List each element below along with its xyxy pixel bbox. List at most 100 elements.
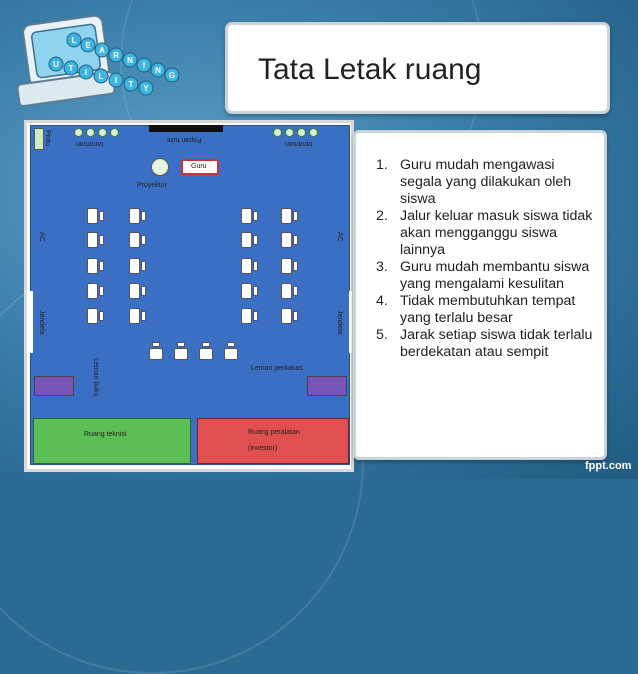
investor-label: (investor) [248,445,278,452]
list-item: 1. Guru mudah mengawasi segala yang dilak… [376,157,598,208]
logo-letter: I [85,68,87,77]
logo-letter-ball [80,37,96,53]
student-chair [293,286,298,296]
logo-letter: E [85,41,91,50]
logo-letter-ball [123,76,139,92]
logo-letter-ball [94,42,110,58]
list-item: 5.Jarak setiap siswa tidak terlalu berde… [376,327,598,361]
equipment-room: Ruang peralatan (investor) [197,418,349,464]
classroom-floor: Pintu tanaman Papan tulis tanaman Proyek… [30,125,352,465]
window-left [30,291,33,353]
student-desk [87,208,98,224]
student-chair [141,211,146,221]
logo-letter-ball [164,67,180,83]
text-panel: 1. Guru mudah mengawasi segala yang dilak… [353,130,607,460]
list-item-number: 2. [376,208,388,224]
list-item-number: 5. [376,327,388,343]
door [34,128,44,150]
technician-room-label: Ruang teknisi [84,431,127,438]
student-desk [281,308,292,324]
logo-letter: I [143,61,145,70]
plants-right-label: tanaman [285,140,313,147]
watermark: fppt.com [585,460,632,472]
logo-letter: T [129,80,134,89]
student-chair [141,235,146,245]
student-desk [241,208,252,224]
list-item: 2.Jalur keluar masuk siswa tidak akan me… [376,208,598,259]
whiteboard [149,125,223,132]
list-item-text: Guru mudah membantu siswa yang mengalami… [400,259,590,292]
tool-cabinet [307,376,347,396]
student-desk [281,258,292,274]
logo-letter-ball [136,57,152,73]
student-chair [141,261,146,271]
plant [273,128,282,137]
logo-letter-ball [66,32,82,48]
list-item-number: 3. [376,259,388,275]
student-chair [293,261,298,271]
window-left-label: Jendela [38,310,45,335]
plant [98,128,107,137]
title-panel: Tata Letak ruang [225,22,610,114]
list-item: 3. Guru mudah membantu siswa yang mengala… [376,259,598,293]
student-chair [253,286,258,296]
student-desk [241,308,252,324]
logo-letter-ball [48,56,64,72]
student-desk [241,283,252,299]
logo-letter-ball [138,80,154,96]
student-desk [199,348,213,360]
student-desk [129,232,140,248]
list-item-number: 4. [376,293,388,309]
student-desk [129,283,140,299]
logo-letter: T [69,64,74,73]
student-desk [241,258,252,274]
logo-letter: R [113,51,119,60]
window-right [349,291,352,353]
plant [86,128,95,137]
list-item-number: 1. [376,157,388,173]
student-chair [141,286,146,296]
logo-letter: A [99,46,105,55]
logo-letter-ball [150,62,166,78]
student-desk [224,348,238,360]
plant [309,128,318,137]
technician-room: Ruang teknisi [33,418,191,464]
logo-letter: G [169,71,175,80]
window-right-label: Jendela [336,310,343,335]
logo-letter: L [72,36,77,45]
student-desk [129,208,140,224]
student-chair [293,211,298,221]
plant [297,128,306,137]
student-chair [152,342,160,347]
student-desk [174,348,188,360]
tool-cabinet-label: Lemari perkakas [251,365,303,372]
student-desk [129,258,140,274]
projector [151,158,169,176]
list-item: 4. Tidak membutuhkan tempat yang terlalu … [376,293,598,327]
bookshelf-label: Lemari buku [92,358,99,397]
ac-left-label: AC [38,232,45,242]
projector-label: Proyektor [137,182,167,189]
student-desk [281,283,292,299]
student-desk [149,348,163,360]
logo-letter: L [99,72,104,81]
list-item-text: Tidak membutuhkan tempat yang terlalu be… [400,293,576,326]
student-chair [253,211,258,221]
equipment-room-label: Ruang peralatan [248,429,300,436]
list-item-text: Guru mudah mengawasi segala yang dilakuk… [400,157,572,207]
logo-letter: I [115,76,117,85]
student-desk [87,308,98,324]
student-chair [99,235,104,245]
student-desk [87,258,98,274]
student-chair [177,342,185,347]
ac-right-label: AC [336,232,343,242]
student-chair [99,211,104,221]
student-desk [241,232,252,248]
logo-letter-ball [93,68,109,84]
student-chair [99,311,104,321]
door-label: Pintu [44,130,51,146]
student-chair [253,311,258,321]
student-desk [281,208,292,224]
logo-letter-ball [78,64,94,80]
